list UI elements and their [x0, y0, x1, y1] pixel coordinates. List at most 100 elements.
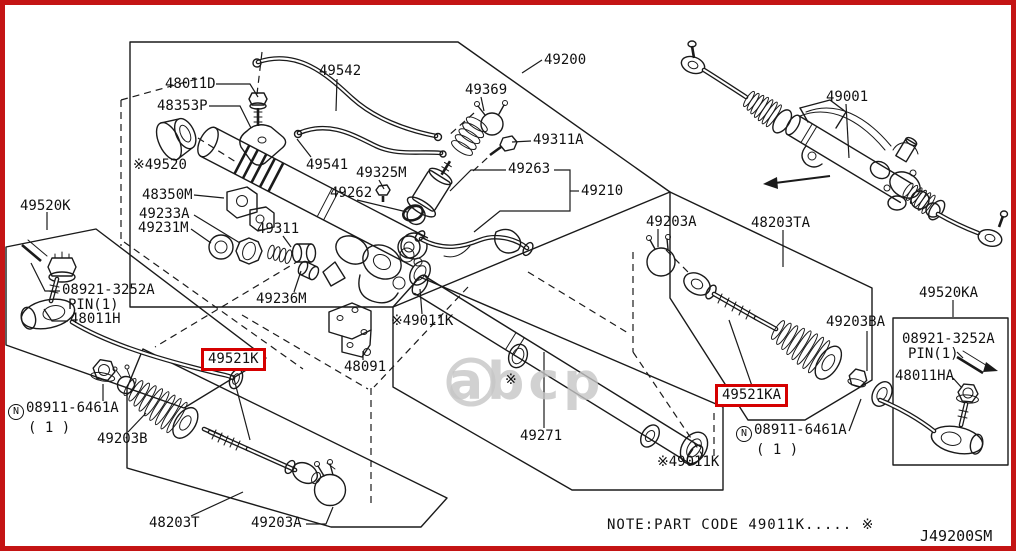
label-49236M: 49236M: [256, 291, 307, 307]
pin-right-part-number: 08921-3252A: [902, 331, 995, 347]
assembly-right-boot: [902, 182, 946, 221]
gear-housing-drawing: [155, 56, 534, 304]
label-49011K-top: ※49011K: [391, 313, 454, 329]
dashed-lines: [120, 51, 715, 508]
label-49001: 49001: [826, 89, 869, 105]
bolt-48011D: [248, 92, 268, 126]
ball-joint-housing-right: [930, 425, 984, 455]
seal-49011K-bottom: [679, 431, 709, 465]
label-49542: 49542: [319, 63, 362, 79]
nut-left-qty: ( 1 ): [28, 420, 71, 436]
circled-n-icon: N: [8, 404, 24, 420]
lock-nut-left: [90, 358, 116, 382]
label-48353P: 48353P: [157, 98, 208, 114]
label-49233A: 49233A: [139, 206, 190, 222]
cap-49236M: [297, 260, 320, 281]
seal-49011K-top: [409, 260, 431, 286]
steering-gear-assembly-drawing: [680, 40, 1009, 248]
pipe-49541: [293, 125, 447, 158]
label-49203B: 49203B: [97, 431, 148, 447]
mount-bushing-49520: [155, 117, 197, 161]
small-spring: [267, 244, 293, 264]
label-49520: ※49520: [133, 157, 187, 173]
label-49262: 49262: [330, 185, 373, 201]
label-49541: 49541: [306, 157, 349, 173]
ring-49231M: [208, 234, 234, 260]
spring-drawing: [451, 116, 488, 156]
label-49263: 49263: [508, 161, 551, 177]
block-48350M: [226, 186, 275, 232]
pipe-49542: [252, 56, 443, 142]
o-ring-49262: [402, 204, 424, 222]
label-49271: 49271: [520, 428, 563, 444]
label-49311: 49311: [257, 221, 300, 237]
bushing-right: [847, 368, 868, 388]
bracket-48353P: [239, 124, 287, 166]
nut-left-part-number: 08911-6461A: [26, 400, 119, 416]
label-48011HA: 48011HA: [895, 368, 955, 384]
label-pin-right: 08921-3252A PIN(1): [902, 332, 995, 361]
label-49231M: 49231M: [138, 220, 189, 236]
pin-left-qty: PIN(1): [68, 297, 119, 313]
label-49521K-highlighted[interactable]: 49521K: [201, 348, 266, 371]
inner-tie-rod-49521KA: [683, 272, 779, 332]
label-48011H: 48011H: [70, 311, 121, 327]
left-outer-tie-rod-drawing: [20, 239, 244, 390]
assembly-left-boot: [743, 90, 793, 134]
inner-tie-rod-49521K: [201, 426, 322, 485]
castle-nut: [47, 257, 77, 277]
cap-49233A: [235, 237, 263, 265]
boot-clamp-49203A-left: [313, 459, 347, 507]
cap-49311: [291, 243, 317, 263]
label-pin-left: 08921-3252A PIN(1): [62, 283, 155, 312]
nut-right-part-number: 08911-6461A: [754, 422, 847, 438]
cotter-pin-icon-right: [956, 355, 984, 375]
bolt-49311A: [489, 135, 518, 157]
label-49203A-top: 49203A: [646, 214, 697, 230]
label-49011K-bottom: ※49011K: [657, 454, 720, 470]
label-48350M: 48350M: [142, 187, 193, 203]
watermark-circle: [446, 357, 496, 407]
watermark: abcp: [448, 352, 605, 412]
right-outer-tie-rod-drawing: [877, 350, 998, 455]
label-49200: 49200: [544, 52, 587, 68]
pin-left-part-number: 08921-3252A: [62, 282, 155, 298]
leader-lines: [30, 59, 964, 525]
left-boot-kit-drawing: [90, 358, 347, 507]
label-49325M: 49325M: [356, 165, 407, 181]
bracket-48091-drawing: [328, 302, 372, 358]
label-49311A: 49311A: [533, 132, 584, 148]
label-49203BA: 49203BA: [826, 314, 886, 330]
label-49369: 49369: [465, 82, 508, 98]
lower-pipe-assembly: [414, 228, 534, 258]
boot-49203B: [123, 377, 199, 439]
direction-arrow: [774, 175, 831, 184]
boot-49203BA: [771, 320, 843, 380]
group-boxes: [5, 41, 1009, 528]
washer: [640, 424, 660, 448]
o-ring-49011K: [507, 343, 529, 369]
note-text: NOTE:PART CODE 49011K..... ※: [607, 517, 875, 533]
nut-right-qty: ( 1 ): [756, 442, 799, 458]
right-boot-kit-drawing: [646, 234, 893, 407]
circled-n-icon-right: N: [736, 426, 752, 442]
label-49521KA-highlighted[interactable]: 49521KA: [715, 384, 789, 407]
label-48091: 48091: [344, 359, 387, 375]
clamp-49369: [474, 100, 508, 136]
label-49203A-bottom: 49203A: [251, 515, 302, 531]
nut-48011HA: [956, 383, 979, 404]
cotter-pin-icon: [21, 244, 42, 262]
rack-tube-drawing: [409, 260, 709, 466]
bolt-49325M: [375, 184, 391, 202]
label-48203T: 48203T: [149, 515, 200, 531]
ball-joint-housing: [20, 298, 76, 330]
label-49520KA: 49520KA: [919, 285, 979, 301]
boot-clamp-49203A-right: [646, 234, 676, 277]
drawing-code: J49200SM: [920, 527, 993, 545]
label-48203TA: 48203TA: [751, 215, 811, 231]
